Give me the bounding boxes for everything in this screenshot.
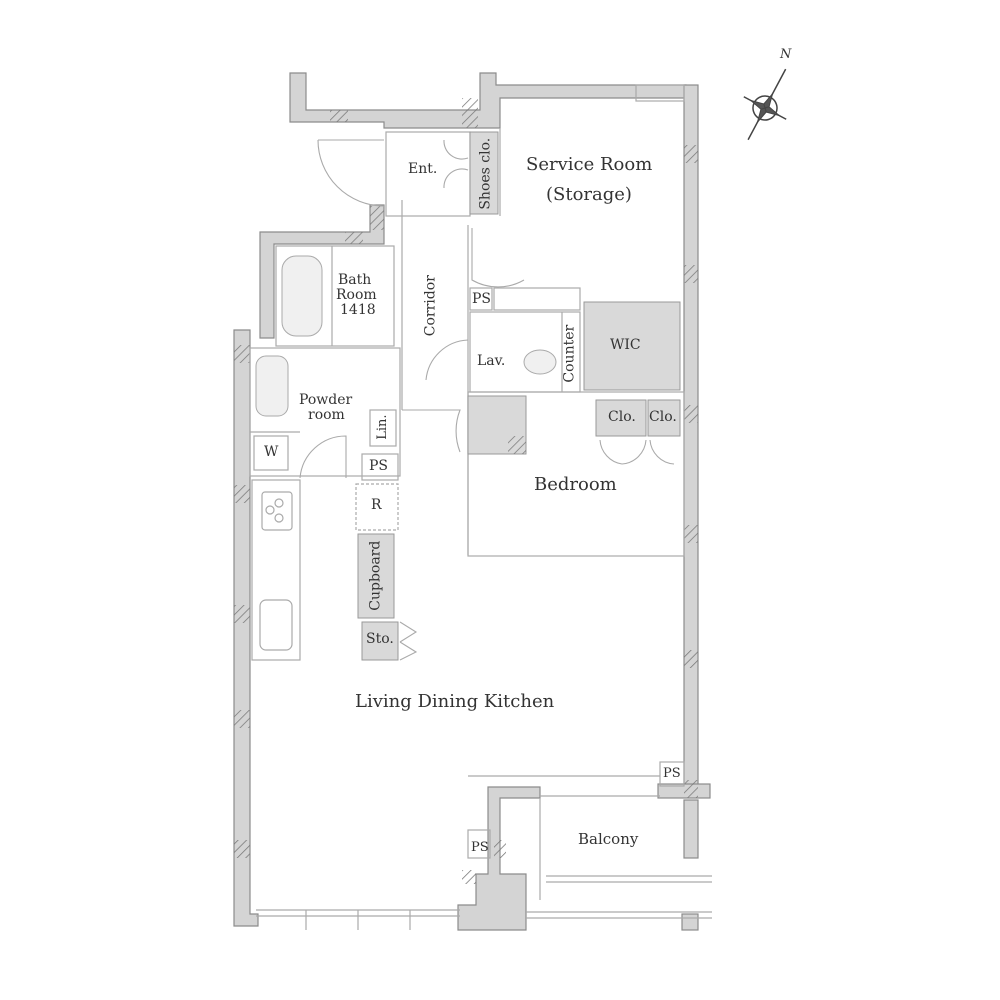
label-entrance: Ent. xyxy=(408,161,438,177)
label-lavatory: Lav. xyxy=(477,353,506,369)
label-ps-mid: PS xyxy=(369,458,389,474)
label-cupboard: Cupboard xyxy=(367,540,384,611)
label-bath-room-1: Bath xyxy=(338,272,372,288)
label-corridor: Corridor xyxy=(422,275,439,337)
door-swings xyxy=(299,139,675,661)
label-wic: WIC xyxy=(610,337,641,353)
wall-hatches xyxy=(234,98,698,884)
label-ps-top: PS xyxy=(472,291,492,307)
label-shoes-closet: Shoes clo. xyxy=(477,137,494,210)
label-ps-right: PS xyxy=(663,766,681,781)
label-refrigerator: R xyxy=(371,497,382,513)
label-counter: Counter xyxy=(561,324,578,383)
label-bath-room-3: 1418 xyxy=(340,302,376,318)
label-powder-room-2: room xyxy=(308,407,345,423)
label-linen: Lin. xyxy=(374,414,390,440)
label-closet-1: Clo. xyxy=(608,409,636,425)
label-bath-room-2: Room xyxy=(336,287,377,303)
label-ps-bottom: PS xyxy=(471,840,489,855)
label-service-room: Service Room xyxy=(526,154,653,175)
label-storage: Sto. xyxy=(366,631,394,647)
walls xyxy=(233,72,711,931)
label-closet-2: Clo. xyxy=(649,409,677,425)
label-living-dining-kitchen: Living Dining Kitchen xyxy=(355,691,555,712)
partitions xyxy=(249,84,712,930)
compass-north-label: N xyxy=(780,47,792,62)
label-washer: W xyxy=(264,444,279,460)
fixtures xyxy=(255,255,557,417)
label-service-room-sub: (Storage) xyxy=(546,184,632,205)
storage-units xyxy=(357,131,681,661)
label-bedroom: Bedroom xyxy=(534,474,617,495)
label-balcony: Balcony xyxy=(578,830,639,848)
label-powder-room-1: Powder xyxy=(299,392,353,408)
pillar-hatch xyxy=(508,436,526,454)
compass-rose-icon xyxy=(743,68,787,141)
